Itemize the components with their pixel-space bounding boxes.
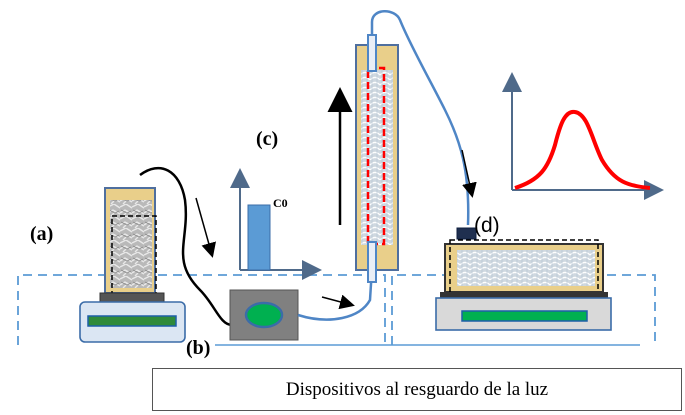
flow-arrow-1 [195, 197, 216, 258]
label-c: (c) [256, 128, 278, 150]
pump-to-column-tube [297, 267, 374, 321]
breakthrough-curve-plot [502, 72, 664, 200]
label-b: (b) [186, 337, 210, 359]
label-d: (d) [474, 214, 500, 237]
flow-arrow-3 [461, 149, 477, 198]
dashed-enclosure-left [17, 274, 386, 345]
pump-icon [229, 289, 299, 341]
c0-step-plot [230, 168, 322, 280]
label-a: (a) [30, 223, 53, 245]
outlet-nozzle [456, 227, 477, 240]
column [355, 34, 399, 283]
caption-box: Dispositivos al resguardo de la luz [152, 368, 682, 411]
collector-tray [440, 239, 608, 298]
column-to-collector-tube [370, 10, 470, 226]
balance-d [435, 297, 612, 331]
flow-arrow-2 [321, 294, 355, 310]
balance-a [79, 292, 186, 343]
caption-text: Dispositivos al resguardo de la luz [285, 378, 549, 400]
sample-container [104, 187, 157, 297]
label-c0: C0 [273, 196, 288, 210]
feed-tube [139, 166, 233, 327]
